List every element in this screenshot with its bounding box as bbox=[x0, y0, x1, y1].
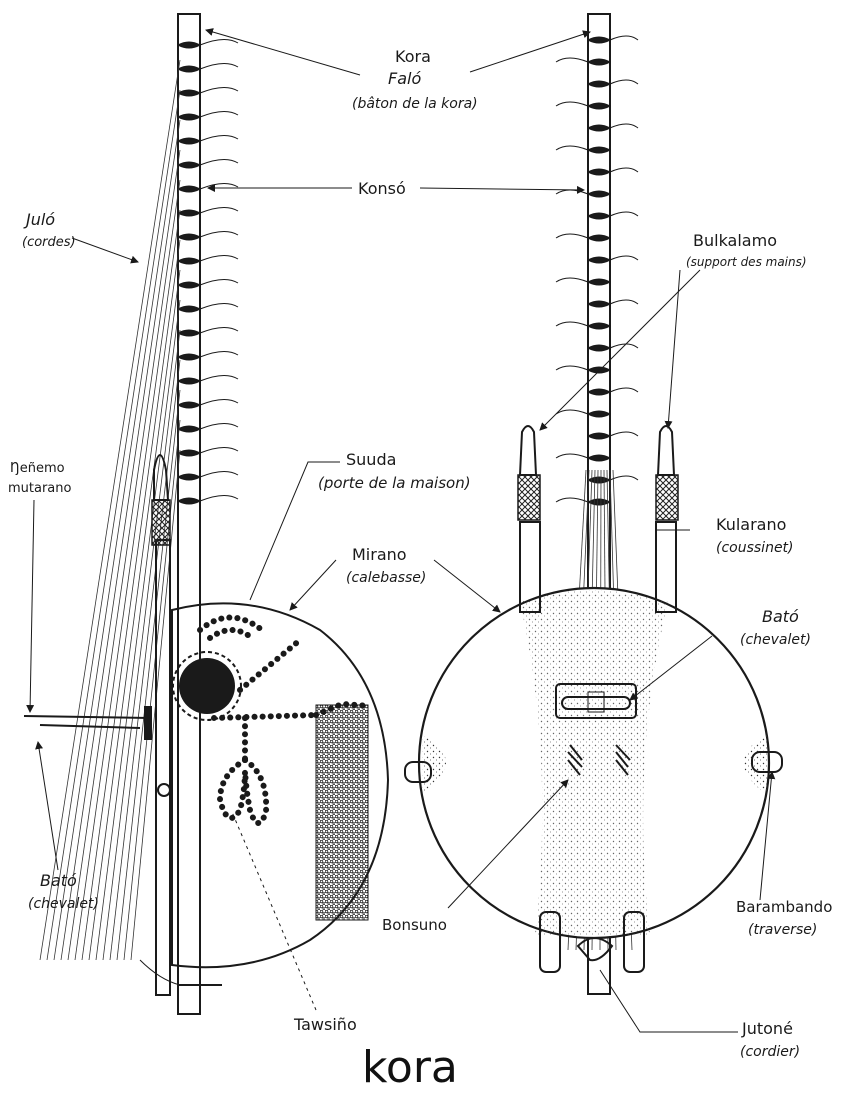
ring-tie bbox=[200, 255, 238, 261]
ring-tie bbox=[556, 454, 588, 458]
label-kularano: Kularano bbox=[716, 515, 786, 534]
ring-tie bbox=[610, 256, 638, 260]
label-bulkalamo: Bulkalamo bbox=[693, 231, 777, 250]
ring-tie bbox=[556, 102, 588, 106]
left-hand-post bbox=[156, 540, 170, 995]
label-baton-de-la-kora: (bâton de la kora) bbox=[352, 96, 478, 112]
ring-tie bbox=[610, 80, 638, 84]
ring-tie bbox=[200, 471, 238, 477]
ring-tie bbox=[200, 327, 238, 333]
ring-tie bbox=[200, 135, 238, 141]
ring-tie bbox=[200, 303, 238, 309]
ring-tie bbox=[556, 58, 588, 62]
label-tawsino: Tawsiño bbox=[293, 1015, 357, 1034]
left-horizontal-rod bbox=[24, 716, 150, 718]
label-falo: Faló bbox=[388, 69, 421, 88]
ring-tie bbox=[200, 87, 238, 93]
label-bato-left: Bató bbox=[40, 871, 77, 890]
label-porte-de-la-maison: (porte de la maison) bbox=[318, 474, 471, 492]
ring-tie bbox=[556, 322, 588, 326]
ring-tie bbox=[556, 234, 588, 238]
label-mutarano: mutarano bbox=[8, 481, 72, 496]
ring-tie bbox=[200, 111, 238, 117]
right-kora bbox=[405, 14, 782, 994]
label-chevalet-right: (chevalet) bbox=[740, 632, 811, 648]
ring-tie bbox=[200, 39, 238, 45]
hand-post-right bbox=[656, 426, 678, 612]
ring-tie bbox=[200, 351, 238, 357]
label-kora: Kora bbox=[395, 47, 431, 66]
ring-tie bbox=[610, 300, 638, 304]
hand-post-left bbox=[518, 426, 540, 612]
sound-hole bbox=[179, 658, 235, 714]
label-barambando: Barambando bbox=[736, 898, 832, 916]
ring-tie bbox=[556, 190, 588, 194]
left-string bbox=[103, 330, 180, 960]
label-coussinet: (coussinet) bbox=[716, 540, 794, 556]
ring-tie bbox=[200, 63, 238, 69]
ring-tie bbox=[200, 159, 238, 165]
ring-tie bbox=[610, 36, 638, 40]
ring-tie bbox=[610, 168, 638, 172]
ring-tie bbox=[200, 399, 238, 405]
label-support-des-mains: (support des mains) bbox=[686, 255, 807, 269]
label-calebasse: (calebasse) bbox=[346, 570, 426, 586]
ring-tie bbox=[556, 366, 588, 370]
label-jutone: Jutoné bbox=[741, 1019, 793, 1038]
ring-tie bbox=[610, 388, 638, 392]
ring-tie bbox=[556, 278, 588, 282]
label-suuda: Suuda bbox=[346, 450, 396, 469]
label-chevalet-left: (chevalet) bbox=[28, 896, 99, 912]
label-bonsuno: Bonsuno bbox=[382, 916, 447, 934]
labels: Kora Faló (bâton de la kora) Konsó Juló … bbox=[8, 47, 832, 1093]
label-traverse: (traverse) bbox=[748, 922, 817, 938]
ring-tie bbox=[200, 447, 238, 453]
label-cordier: (cordier) bbox=[740, 1044, 800, 1060]
ring-tie bbox=[610, 432, 638, 436]
ring-tie bbox=[200, 231, 238, 237]
ring-tie bbox=[200, 423, 238, 429]
ring-tie bbox=[610, 124, 638, 128]
ring-tie bbox=[200, 207, 238, 213]
ring-tie bbox=[556, 410, 588, 414]
ring-tie bbox=[200, 375, 238, 381]
ring-tie bbox=[200, 495, 238, 501]
label-bato-right: Bató bbox=[762, 607, 799, 626]
ring-tie bbox=[610, 212, 638, 216]
label-cordes: (cordes) bbox=[22, 235, 76, 250]
ring-tie bbox=[556, 146, 588, 150]
label-konso: Konsó bbox=[358, 179, 406, 198]
label-nenemo: Ŋeñemo bbox=[10, 461, 65, 476]
label-mirano: Mirano bbox=[352, 545, 407, 564]
label-julo: Juló bbox=[23, 210, 55, 229]
diagram-title: kora bbox=[362, 1042, 458, 1093]
ring-tie bbox=[610, 476, 638, 480]
ring-tie bbox=[200, 279, 238, 285]
left-kora bbox=[24, 14, 388, 1014]
left-string bbox=[75, 210, 180, 960]
ring-tie bbox=[556, 498, 588, 502]
